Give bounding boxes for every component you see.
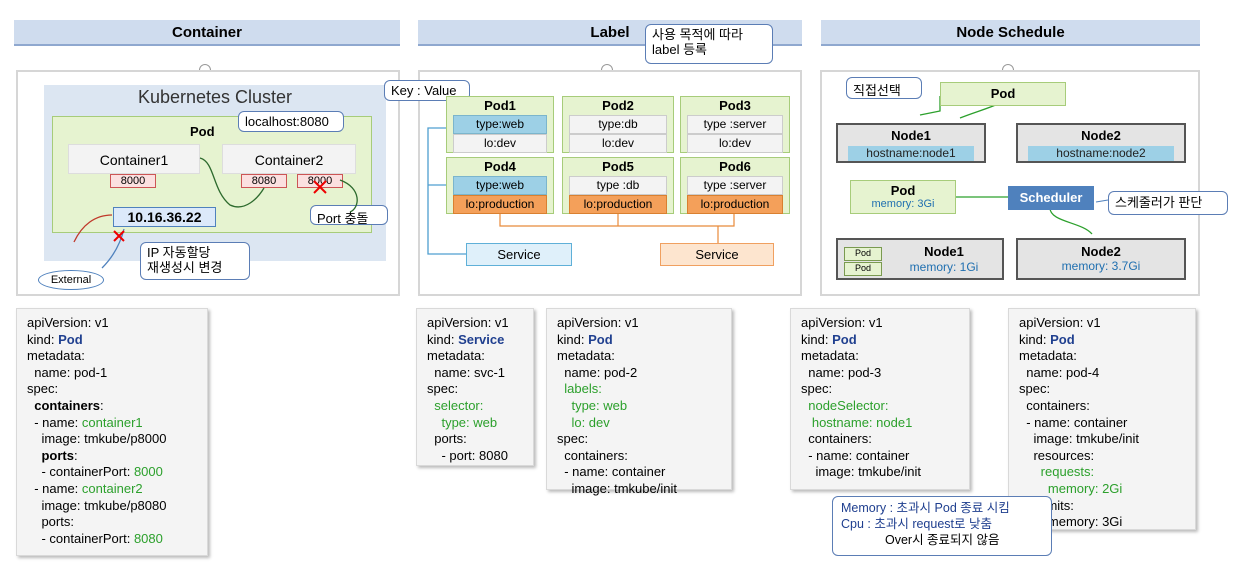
pod5: Pod5 type :db lo:production — [562, 157, 674, 214]
pod-top: Pod — [940, 82, 1066, 106]
pod-memory: Pod memory: 3Gi — [850, 180, 956, 214]
node2-top: Node2 hostname:node2 — [1016, 123, 1186, 163]
yaml-pod-4: apiVersion: v1 kind: Pod metadata: name:… — [1008, 308, 1196, 530]
service-orange: Service — [660, 243, 774, 266]
port-8080-c2: 8080 — [241, 174, 287, 188]
port-conflict-callout: Port 충돌 — [310, 205, 388, 226]
yaml-pod-2: apiVersion: v1 kind: Pod metadata: name:… — [546, 308, 732, 496]
header-container: Container — [14, 20, 400, 46]
scheduler: Scheduler — [1008, 186, 1094, 210]
key-value-callout: Key : Value — [384, 80, 470, 101]
yaml-service: apiVersion: v1 kind: Service metadata: n… — [416, 308, 534, 466]
container2-box: Container2 — [222, 144, 356, 174]
mini-pod: Pod — [844, 262, 882, 276]
header-node-schedule: Node Schedule — [821, 20, 1200, 46]
label-purpose-callout: 사용 목적에 따라 label 등록 — [645, 24, 773, 64]
pod4: Pod4 type:web lo:production — [446, 157, 554, 214]
container1-box: Container1 — [68, 144, 200, 174]
service-blue: Service — [466, 243, 572, 266]
pod2: Pod2 type:db lo:dev — [562, 96, 674, 153]
direct-select-callout: 직접선택 — [846, 77, 922, 99]
cluster-title: Kubernetes Cluster — [137, 87, 293, 107]
node1-bottom: Pod Pod Node1 memory: 1Gi — [836, 238, 1004, 280]
pod-label: Pod — [190, 124, 215, 139]
yaml-pod-3: apiVersion: v1 kind: Pod metadata: name:… — [790, 308, 970, 490]
ip-address: 10.16.36.22 — [113, 207, 216, 227]
memory-callout: Memory : 초과시 Pod 종료 시킴 Cpu : 초과시 request… — [832, 496, 1052, 556]
node2-bottom: Node2 memory: 3.7Gi — [1016, 238, 1186, 280]
localhost-callout: localhost:8080 — [238, 111, 344, 132]
pod6: Pod6 type :server lo:production — [680, 157, 790, 214]
ip-note-callout: IP 자동할당 재생성시 변경 — [140, 242, 250, 280]
pod3: Pod3 type :server lo:dev — [680, 96, 790, 153]
external-node: External — [38, 270, 104, 290]
pod1: Pod1 type:web lo:dev — [446, 96, 554, 153]
yaml-pod-1: apiVersion: v1 kind: Pod metadata: name:… — [16, 308, 208, 556]
mini-pod: Pod — [844, 247, 882, 261]
node1-top: Node1 hostname:node1 — [836, 123, 986, 163]
port-8000-c1: 8000 — [110, 174, 156, 188]
scheduler-callout: 스케줄러가 판단 — [1108, 191, 1228, 215]
